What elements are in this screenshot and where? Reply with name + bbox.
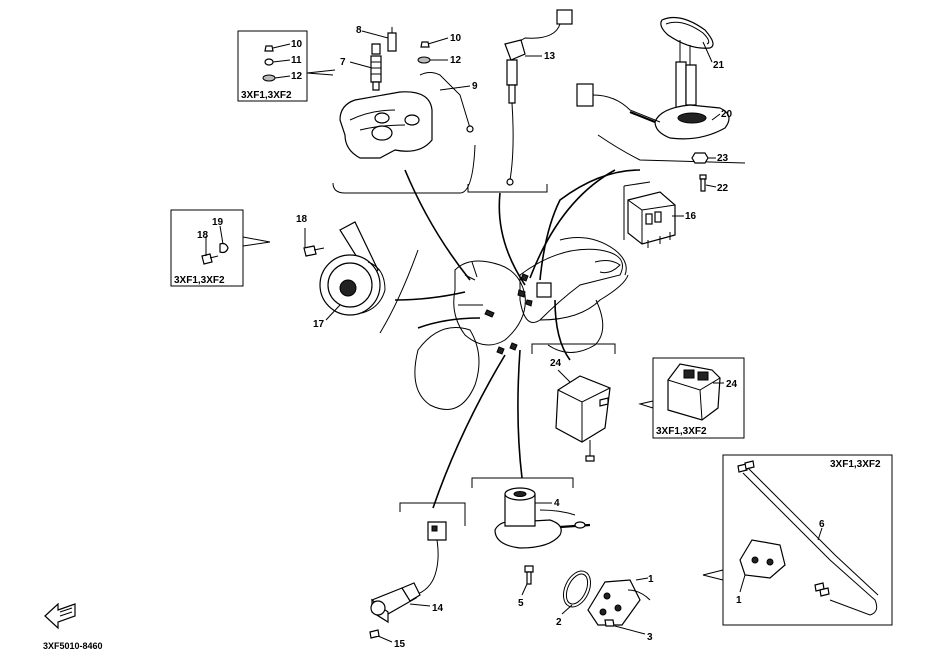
- group-bracket: [399, 502, 466, 526]
- callout-10b: 10: [450, 33, 462, 44]
- callout-18: 18: [296, 214, 308, 225]
- diagram-code: 3XF5010-8460: [43, 641, 103, 651]
- model-tag-mid-right: 3XF1,3XF2: [656, 426, 707, 437]
- callout-8: 8: [356, 25, 362, 36]
- starter-relay: [494, 487, 591, 585]
- callout-24b: 24: [726, 379, 738, 390]
- callout-6: 6: [819, 519, 825, 530]
- callout-12b: 12: [450, 55, 462, 66]
- fastener-set-top-left: [262, 41, 431, 82]
- inset-box-bottom-right: [722, 454, 893, 626]
- model-tag-top-left: 3XF1,3XF2: [241, 90, 292, 101]
- callout-18b: 18: [197, 230, 209, 241]
- inset-box-left: [170, 209, 244, 287]
- sensor-assembly-top-left: [339, 27, 474, 159]
- callout-1: 1: [648, 574, 654, 585]
- callout-2: 2: [556, 617, 562, 628]
- callout-numbers: 10 11 12 8 7 10 12 9 13 21 20 23 22 16 1…: [197, 25, 825, 650]
- callout-14: 14: [432, 603, 444, 614]
- callout-4: 4: [554, 498, 560, 509]
- callout-5: 5: [518, 598, 524, 609]
- callout-24: 24: [550, 358, 562, 369]
- inset-box-top-left: [237, 30, 308, 102]
- callout-22: 22: [717, 183, 729, 194]
- group-bracket: [597, 134, 746, 164]
- fuel-sender-assembly: [576, 17, 730, 192]
- callout-10: 10: [291, 39, 303, 50]
- wiring-leaders: [394, 169, 641, 509]
- callout-16: 16: [685, 211, 697, 222]
- group-bracket: [623, 181, 651, 240]
- flasher-relay: [555, 375, 611, 462]
- group-bracket: [379, 249, 419, 334]
- pickup-coil-lead: [504, 9, 573, 186]
- callout-23: 23: [717, 153, 729, 164]
- inset-pointer: [306, 69, 336, 76]
- callout-1b: 1: [736, 595, 742, 606]
- flasher-relay-variant: [667, 363, 721, 421]
- callout-leaders: [205, 30, 823, 643]
- sidestand-switch: [369, 521, 447, 639]
- group-bracket: [332, 144, 476, 194]
- front-arrow-icon: [44, 602, 76, 630]
- callout-9: 9: [472, 81, 478, 92]
- neutral-switch: [562, 570, 651, 627]
- callout-12: 12: [291, 71, 303, 82]
- model-tag-bottom-right: 3XF1,3XF2: [830, 459, 881, 470]
- callout-11: 11: [291, 55, 302, 66]
- callout-3: 3: [647, 632, 653, 643]
- model-tag-left: 3XF1,3XF2: [174, 275, 225, 286]
- inset-pointer: [638, 400, 654, 409]
- callout-13: 13: [544, 51, 556, 62]
- horn: [303, 221, 386, 316]
- neutral-switch-variant: [737, 460, 879, 616]
- callout-21: 21: [713, 60, 725, 71]
- fastener-set-left: [201, 242, 229, 265]
- group-bracket: [531, 343, 616, 354]
- callout-20: 20: [721, 109, 733, 120]
- callout-19: 19: [212, 217, 224, 228]
- group-bracket: [467, 184, 548, 193]
- callout-17: 17: [313, 319, 325, 330]
- callout-7: 7: [340, 57, 346, 68]
- relay-unit: [627, 191, 676, 248]
- callout-15: 15: [394, 639, 406, 650]
- inset-pointer: [242, 236, 271, 247]
- inset-pointer: [702, 569, 724, 581]
- frame-outline: [414, 237, 629, 410]
- group-bracket: [471, 477, 574, 488]
